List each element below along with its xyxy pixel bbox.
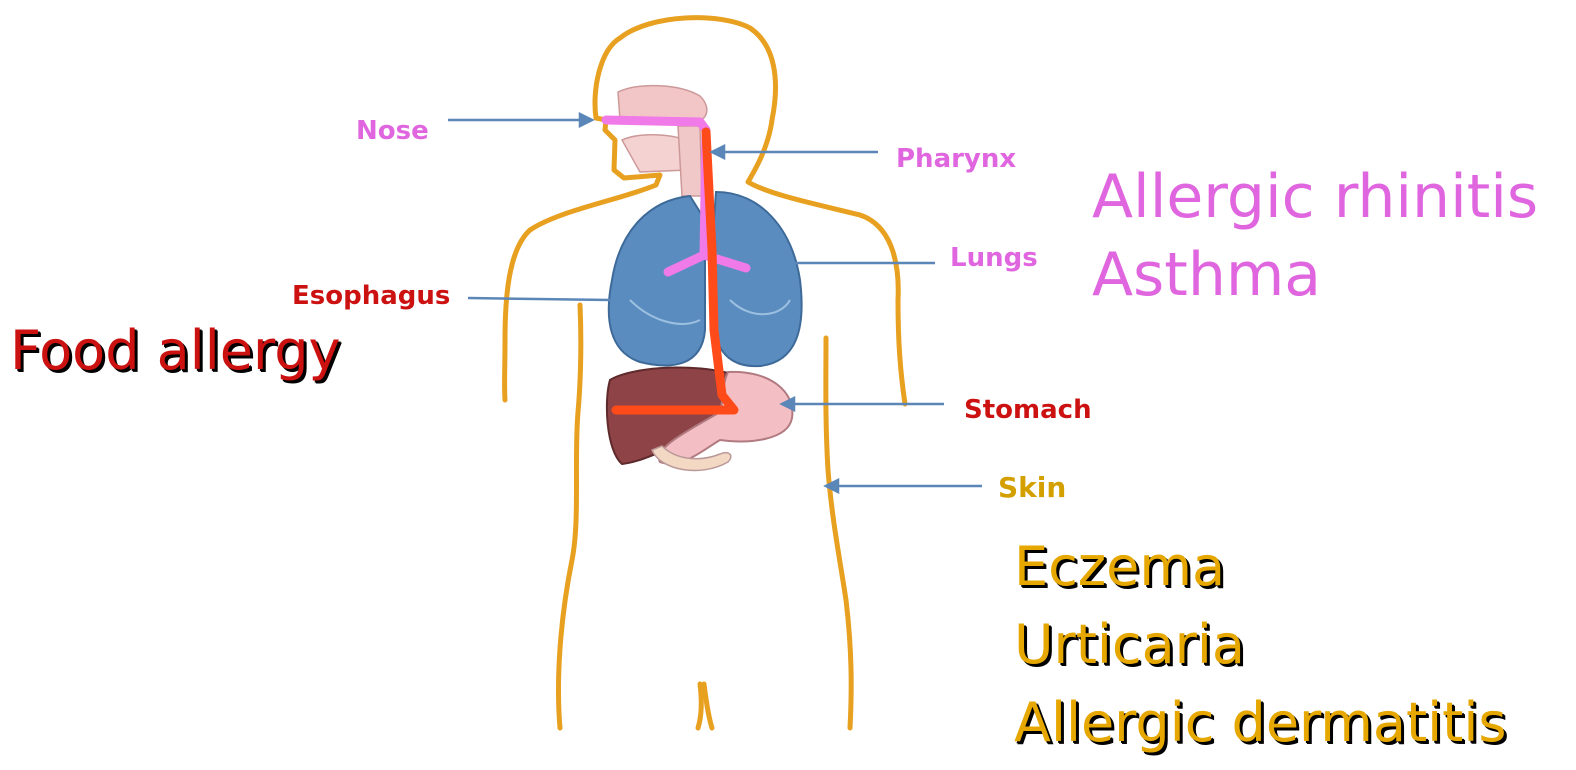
condition-allergic-dermatitis: Allergic dermatitis (1014, 684, 1507, 762)
label-stomach: Stomach (964, 395, 1092, 425)
condition-food-allergy: Food allergy (10, 324, 340, 378)
skin-arrow (826, 480, 982, 492)
condition-asthma: Asthma (1092, 236, 1538, 314)
stomach-arrow (782, 398, 944, 410)
nose-arrow (448, 114, 592, 126)
condition-allergic-rhinitis: Allergic rhinitis (1092, 158, 1538, 236)
label-skin: Skin (998, 471, 1066, 504)
respiratory-conditions: Allergic rhinitis Asthma (1092, 158, 1538, 314)
pharynx-arrow (712, 146, 878, 158)
condition-urticaria: Urticaria (1014, 606, 1507, 684)
label-nose: Nose (356, 116, 429, 146)
label-lungs: Lungs (950, 243, 1038, 273)
skin-conditions: Eczema Urticaria Allergic dermatitis (1014, 528, 1507, 762)
label-pharynx: Pharynx (896, 144, 1016, 174)
label-esophagus: Esophagus (292, 281, 450, 311)
condition-eczema: Eczema (1014, 528, 1507, 606)
esophagus-arrow (468, 298, 610, 300)
